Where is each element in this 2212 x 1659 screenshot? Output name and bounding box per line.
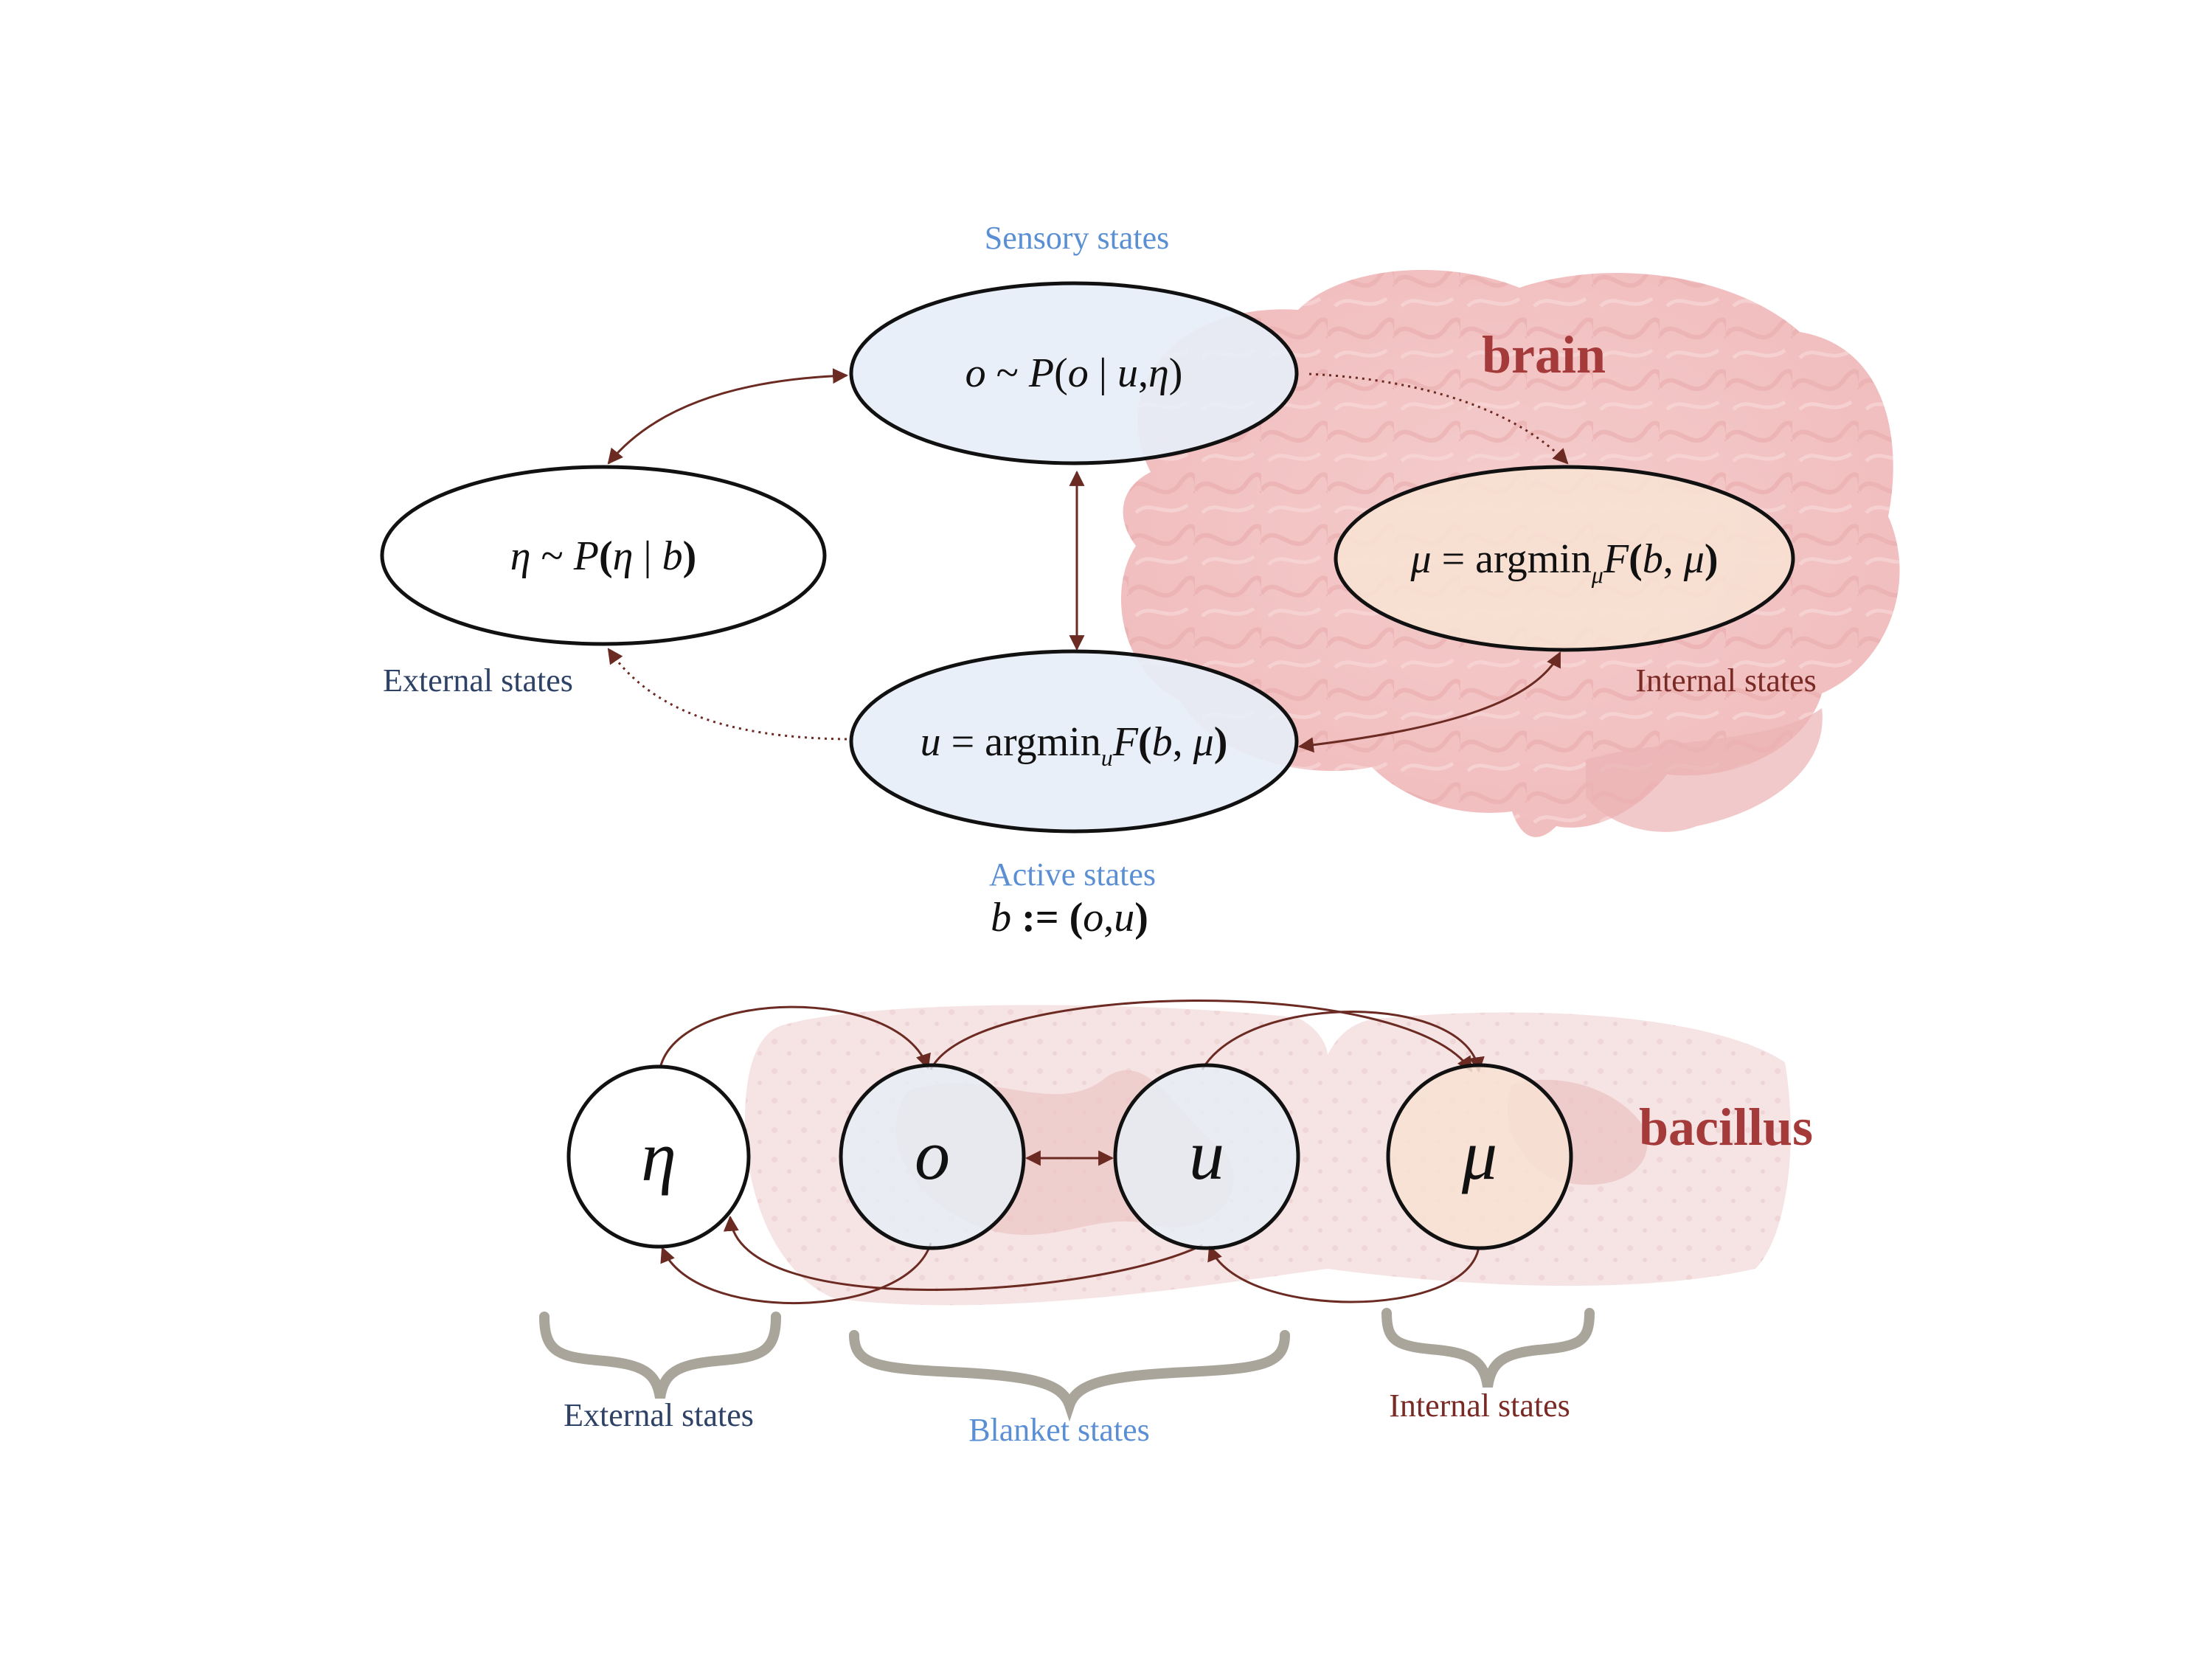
arrow-u-to-mu: [1201, 1011, 1485, 1073]
blanket-states-label: Blanket states: [968, 1412, 1150, 1448]
sensory-equation: o ~ P(o | u,η): [965, 350, 1183, 396]
internal-state-node: [1334, 465, 1795, 652]
arrow-eta-to-o: [659, 1005, 931, 1070]
node-eta: [566, 1064, 751, 1249]
node-o-symbol: o: [915, 1115, 950, 1194]
internal-states-label-top: Internal states: [1635, 662, 1817, 699]
node-o: [839, 1063, 1026, 1250]
brace-blanket: [849, 1330, 1290, 1422]
arrow-active-internal: [1297, 651, 1561, 753]
active-equation: u = argminuF(b, μ): [920, 719, 1228, 771]
blanket-definition: b := (o,u): [991, 895, 1148, 941]
node-mu-symbol: μ: [1461, 1115, 1497, 1194]
active-states-label: Active states: [989, 856, 1156, 893]
brain-label: brain: [1482, 325, 1606, 384]
arrow-o-to-mu: [929, 1000, 1473, 1073]
arrow-sensory-internal: [1308, 373, 1569, 465]
brace-internal: [1381, 1308, 1595, 1388]
sensory-states-label: Sensory states: [985, 220, 1170, 256]
sensory-state-node: [849, 281, 1299, 465]
arrow-active-external: [607, 648, 847, 741]
braces: [539, 1308, 1595, 1422]
top-arrows: [607, 368, 1569, 753]
bacillus-label: bacillus: [1639, 1098, 1813, 1157]
arrow-mu-to-u: [1207, 1245, 1480, 1303]
external-states-label-bottom: External states: [564, 1397, 754, 1433]
node-mu: [1386, 1063, 1573, 1250]
brace-external: [539, 1312, 781, 1399]
active-state-node: [849, 649, 1299, 834]
arrow-o-to-eta: [660, 1242, 932, 1305]
node-u: [1113, 1063, 1300, 1250]
internal-states-label-bottom: Internal states: [1389, 1388, 1570, 1424]
external-states-label-top: External states: [383, 662, 573, 699]
external-state-node: [380, 465, 827, 646]
node-eta-symbol: η: [641, 1117, 676, 1196]
internal-equation: μ = argminμF(b, μ): [1410, 536, 1718, 588]
arrow-u-to-eta: [723, 1215, 1203, 1292]
external-equation: η ~ P(η | b): [510, 533, 697, 579]
node-u-symbol: u: [1189, 1115, 1224, 1194]
arrow-external-sensory: [607, 368, 849, 465]
bottom-arrows: [659, 1000, 1485, 1305]
